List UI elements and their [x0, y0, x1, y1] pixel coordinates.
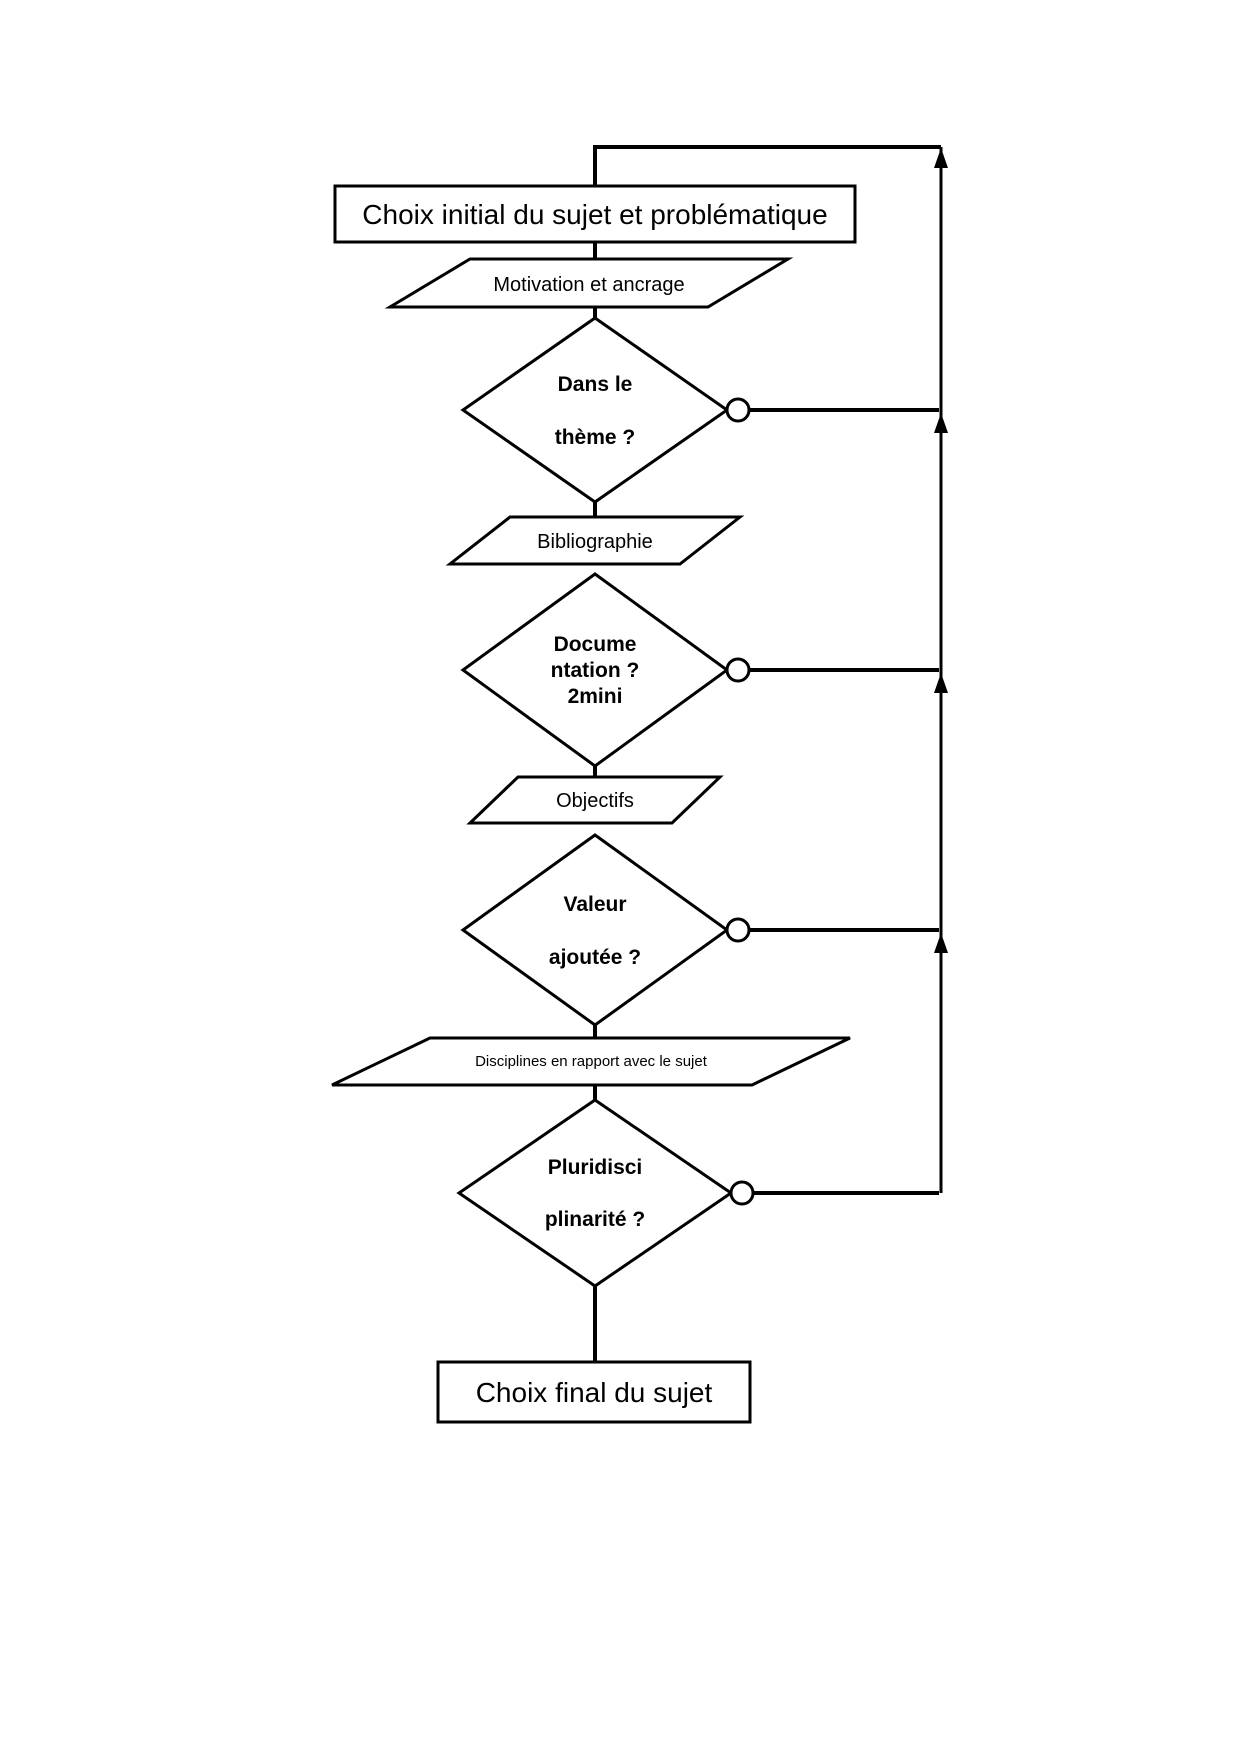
decision-connector-circle — [725, 397, 751, 423]
node-dans-le-theme: Dans le thème ? — [460, 316, 751, 504]
connector-top-feedback — [593, 145, 941, 190]
node-pluridisciplinarite: Pluridisci plinarité ? — [456, 1098, 755, 1288]
node-bibliographie-label: Bibliographie — [537, 531, 653, 553]
node-choix-final-label: Choix final du sujet — [476, 1377, 713, 1408]
decision-diamond — [460, 316, 730, 504]
decision-diamond — [460, 833, 730, 1027]
decision-diamond — [456, 1098, 734, 1288]
process-box — [333, 184, 857, 244]
node-documentation-line1: Docume — [554, 633, 637, 656]
decision-diamond — [460, 572, 730, 768]
arrow-up-icon — [934, 413, 948, 433]
node-objectifs: Objectifs — [466, 775, 724, 825]
node-dans-le-theme-line2: thème ? — [555, 426, 636, 449]
data-parallelogram — [445, 515, 745, 566]
arrow-up-icon — [934, 148, 948, 168]
arrow-up-icon — [934, 933, 948, 953]
node-choix-initial-label: Choix initial du sujet et problématique — [362, 199, 827, 230]
node-disciplines: Disciplines en rapport avec le sujet — [331, 1036, 851, 1087]
node-valeur-ajoutee: Valeur ajoutée ? — [460, 833, 751, 1027]
decision-connector-circle — [725, 657, 751, 683]
process-box — [436, 1360, 752, 1424]
node-objectifs-label: Objectifs — [556, 790, 634, 812]
decision-connector-circle — [729, 1180, 755, 1206]
data-parallelogram — [331, 1036, 851, 1087]
decision-connector-circle — [725, 917, 751, 943]
data-parallelogram — [466, 775, 724, 825]
node-valeur-ajoutee-line1: Valeur — [563, 893, 626, 916]
node-bibliographie: Bibliographie — [445, 515, 745, 566]
node-choix-initial: Choix initial du sujet et problématique — [333, 184, 857, 244]
node-motivation: Motivation et ancrage — [384, 257, 794, 309]
node-pluridisciplinarite-line1: Pluridisci — [548, 1156, 643, 1179]
node-valeur-ajoutee-line2: ajoutée ? — [549, 946, 641, 969]
node-dans-le-theme-line1: Dans le — [558, 373, 633, 396]
data-parallelogram — [384, 257, 794, 309]
node-motivation-label: Motivation et ancrage — [493, 274, 684, 296]
node-choix-final: Choix final du sujet — [436, 1360, 752, 1424]
node-documentation: Docume ntation ? 2mini — [460, 572, 751, 768]
node-pluridisciplinarite-line2: plinarité ? — [545, 1208, 645, 1231]
node-documentation-line2: ntation ? — [551, 659, 640, 682]
arrow-up-icon — [934, 673, 948, 693]
node-documentation-line3: 2mini — [568, 685, 623, 708]
node-disciplines-label: Disciplines en rapport avec le sujet — [475, 1053, 708, 1070]
